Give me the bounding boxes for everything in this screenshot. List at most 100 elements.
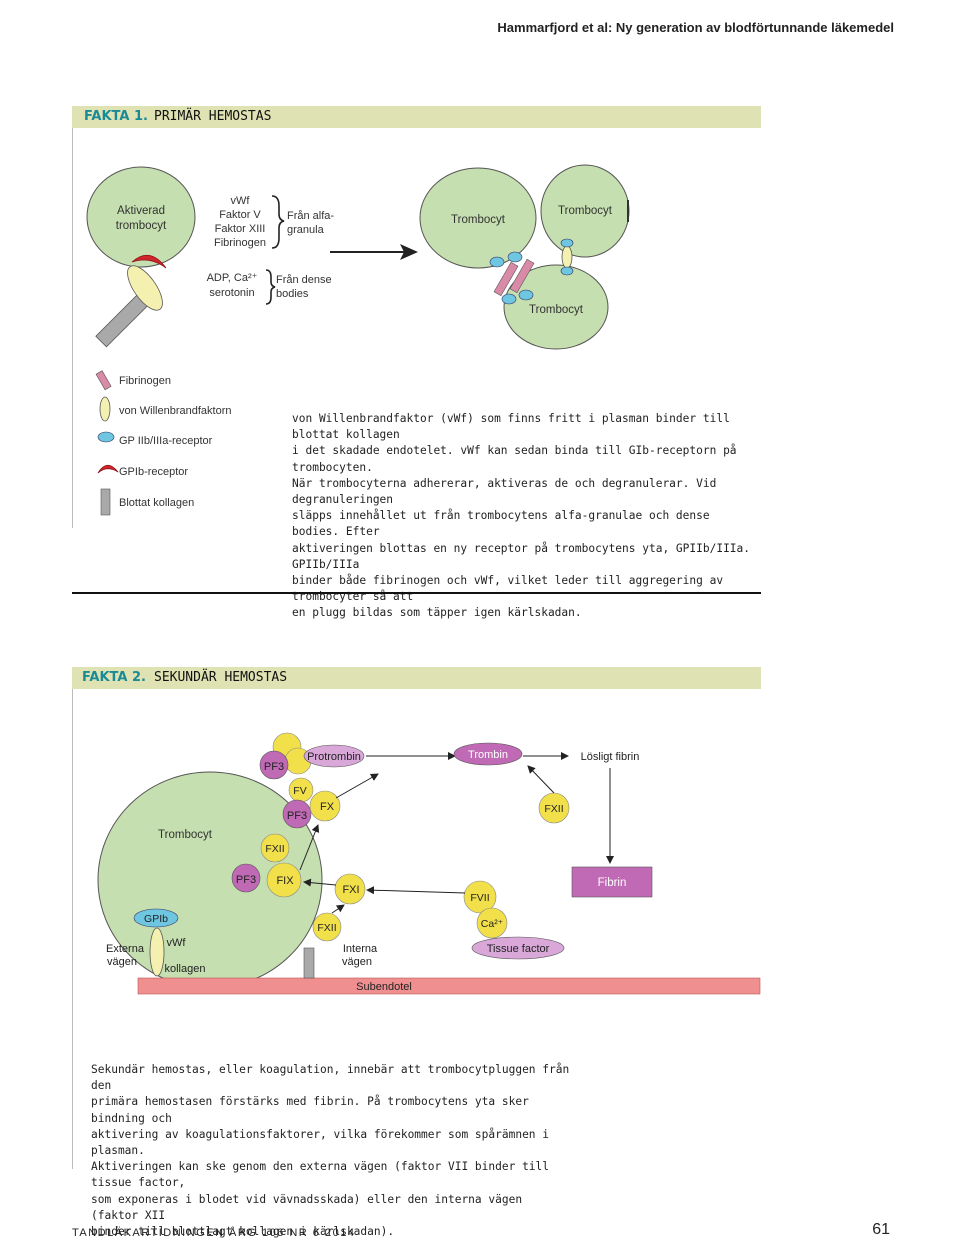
- fxii-arrow: [331, 904, 345, 914]
- fakta2-line: som exponeras i blodet vid vävnadsskada)…: [91, 1192, 523, 1222]
- alpha-brace: [271, 195, 285, 249]
- fvii-label: FVII: [470, 892, 489, 904]
- tissue-factor-label: Tissue factor: [487, 943, 550, 955]
- legend-vwf-label: von Willenbrandfaktorn: [119, 405, 232, 417]
- fakta1-label: FAKTA 1.: [84, 109, 148, 124]
- fibrin-label: Fibrin: [598, 877, 627, 889]
- tissue-factor-pill: [471, 936, 565, 960]
- fxi-arrow: [303, 878, 337, 887]
- pf3-circle-top: [259, 750, 289, 780]
- ca-circle: [476, 907, 508, 939]
- platelet-bottom-label: Trombocyt: [529, 304, 584, 316]
- fibrinogen-bridge-1: [493, 261, 519, 297]
- collagen-bar: [95, 293, 150, 348]
- gp-receptor-4: [507, 251, 523, 263]
- fakta2-left-rule: [72, 689, 73, 1169]
- vwf-link: [561, 245, 573, 269]
- platelet-bottom: [503, 264, 609, 350]
- legend-fibrinogen-icon: [95, 370, 112, 391]
- dense-source-2: bodies: [276, 288, 309, 300]
- fxiii-label: FXII: [544, 803, 563, 815]
- alpha-item-vwf: vWf: [231, 195, 251, 207]
- fakta1-line: von Willenbrandfaktor (vWf) som finns fr…: [292, 412, 730, 442]
- fx-circle: [309, 790, 341, 822]
- fvii-arrow: [366, 886, 466, 895]
- alpha-item-fibrinogen: Fibrinogen: [214, 237, 266, 249]
- dense-items-2: serotonin: [209, 287, 254, 299]
- kollagen-label: kollagen: [165, 963, 206, 975]
- gp-receptor-3: [489, 256, 505, 268]
- legend-gpib-label: GPIb-receptor: [119, 466, 188, 478]
- page-number: 61: [872, 1221, 890, 1238]
- gpib-pill: [133, 908, 179, 928]
- fakta1-line: i det skadade endotelet. vWf kan sedan b…: [292, 444, 737, 474]
- legend-fibrinogen-label: Fibrinogen: [119, 375, 171, 387]
- fakta2-label: FAKTA 2.: [82, 670, 146, 685]
- main-arrow-head: [400, 244, 418, 260]
- gpib-cap: [131, 254, 167, 269]
- activated-platelet-label-1: Aktiverad: [117, 205, 165, 217]
- pf3-label-low: PF3: [236, 874, 256, 886]
- collagen-bar-right: [303, 947, 315, 979]
- legend-gpib-icon: [97, 464, 119, 474]
- activated-platelet-label-2: trombocyt: [116, 220, 167, 232]
- section-divider: [72, 592, 761, 594]
- fix-arrow: [299, 824, 320, 871]
- gpib-label: GPIb: [144, 913, 168, 925]
- fx-arrow: [335, 773, 379, 799]
- legend-gp-label: GP IIb/IIIa-receptor: [119, 435, 213, 447]
- fakta2-heading: FAKTA 2. SEKUNDÄR HEMOSTAS: [72, 667, 761, 689]
- alpha-item-fv: Faktor V: [219, 209, 261, 221]
- pf3-circle-mid: [282, 799, 312, 829]
- fakta1-line: När trombocyterna adhererar, aktiveras d…: [292, 476, 717, 507]
- alpha-source-1: Från alfa-: [287, 210, 334, 222]
- losligt-fibrin-label: Lösligt fibrin: [581, 751, 640, 763]
- protrombin-label: Protrombin: [307, 751, 361, 763]
- primary-hemostasis-diagram: Aktiverad trombocyt vWf Faktor V Faktor …: [86, 164, 630, 516]
- gp-receptor-6: [560, 266, 574, 276]
- fakta1-line: binder både fibrinogen och vWf, vilket l…: [292, 574, 724, 604]
- fxii-lower-label: FXII: [317, 922, 336, 934]
- dense-source-1: Från dense: [276, 274, 332, 286]
- fx-label: FX: [320, 801, 335, 813]
- fakta1-description: von Willenbrandfaktor (vWf) som finns fr…: [292, 411, 762, 622]
- fakta2-line: Sekundär hemostas, eller koagulation, in…: [91, 1063, 570, 1093]
- fakta2-line: binder till blottlagt kollagen i kärlska…: [91, 1225, 395, 1239]
- fakta2-description: Sekundär hemostas, eller koagulation, in…: [91, 1062, 571, 1240]
- pf3-label-mid: PF3: [287, 810, 307, 822]
- fix-label: FIX: [276, 875, 294, 887]
- fibrinogen-bridge-2: [509, 258, 535, 294]
- journal-footer: TANDLÄKARTIDNINGEN ÅRG 106 NR 6 2014: [72, 1227, 356, 1239]
- externa-label-2: vägen: [107, 956, 137, 968]
- platelet-right-label: Trombocyt: [558, 205, 613, 217]
- legend-collagen-icon: [100, 488, 111, 516]
- fxii-lower-circle: [312, 912, 342, 942]
- activated-platelet: [86, 166, 196, 268]
- fibrin-box: [571, 866, 653, 898]
- ca-label: Ca²⁺: [481, 918, 504, 930]
- fxi-label: FXI: [342, 884, 359, 896]
- fv-label: FV: [293, 785, 306, 797]
- fakta2-line: primära hemostasen förstärks med fibrin.…: [91, 1095, 529, 1125]
- fakta2-line: aktivering av koagulationsfaktorer, vilk…: [91, 1127, 550, 1158]
- gp-receptor-2: [518, 289, 534, 301]
- dense-brace: [265, 269, 276, 305]
- running-header: Hammarfjord et al: Ny generation av blod…: [497, 20, 894, 35]
- alpha-item-fxiii: Faktor XIII: [215, 223, 266, 235]
- legend-vwf-icon: [99, 396, 111, 422]
- platelet-left: [419, 167, 537, 269]
- pf3-circle-low: [231, 863, 261, 893]
- fakta1-line: släpps innehållet ut från trombocytens a…: [292, 509, 710, 539]
- fakta1-line: aktiveringen blottas en ny receptor på t…: [292, 541, 751, 571]
- platelet-left-label: Trombocyt: [451, 214, 506, 226]
- legend-collagen-label: Blottat kollagen: [119, 497, 194, 509]
- gp-receptor-1: [501, 293, 517, 305]
- fakta2-title: SEKUNDÄR HEMOSTAS: [154, 670, 288, 685]
- fxi-circle: [334, 873, 366, 905]
- pf3-label-top: PF3: [264, 761, 284, 773]
- fakta1-line: en plugg bildas som täpper igen kärlskad…: [292, 606, 582, 620]
- fxiii-arrow: [527, 765, 555, 794]
- platelet-label: Trombocyt: [158, 829, 213, 841]
- protrombin-pill: [303, 744, 365, 768]
- subendotel-label: Subendotel: [356, 981, 412, 993]
